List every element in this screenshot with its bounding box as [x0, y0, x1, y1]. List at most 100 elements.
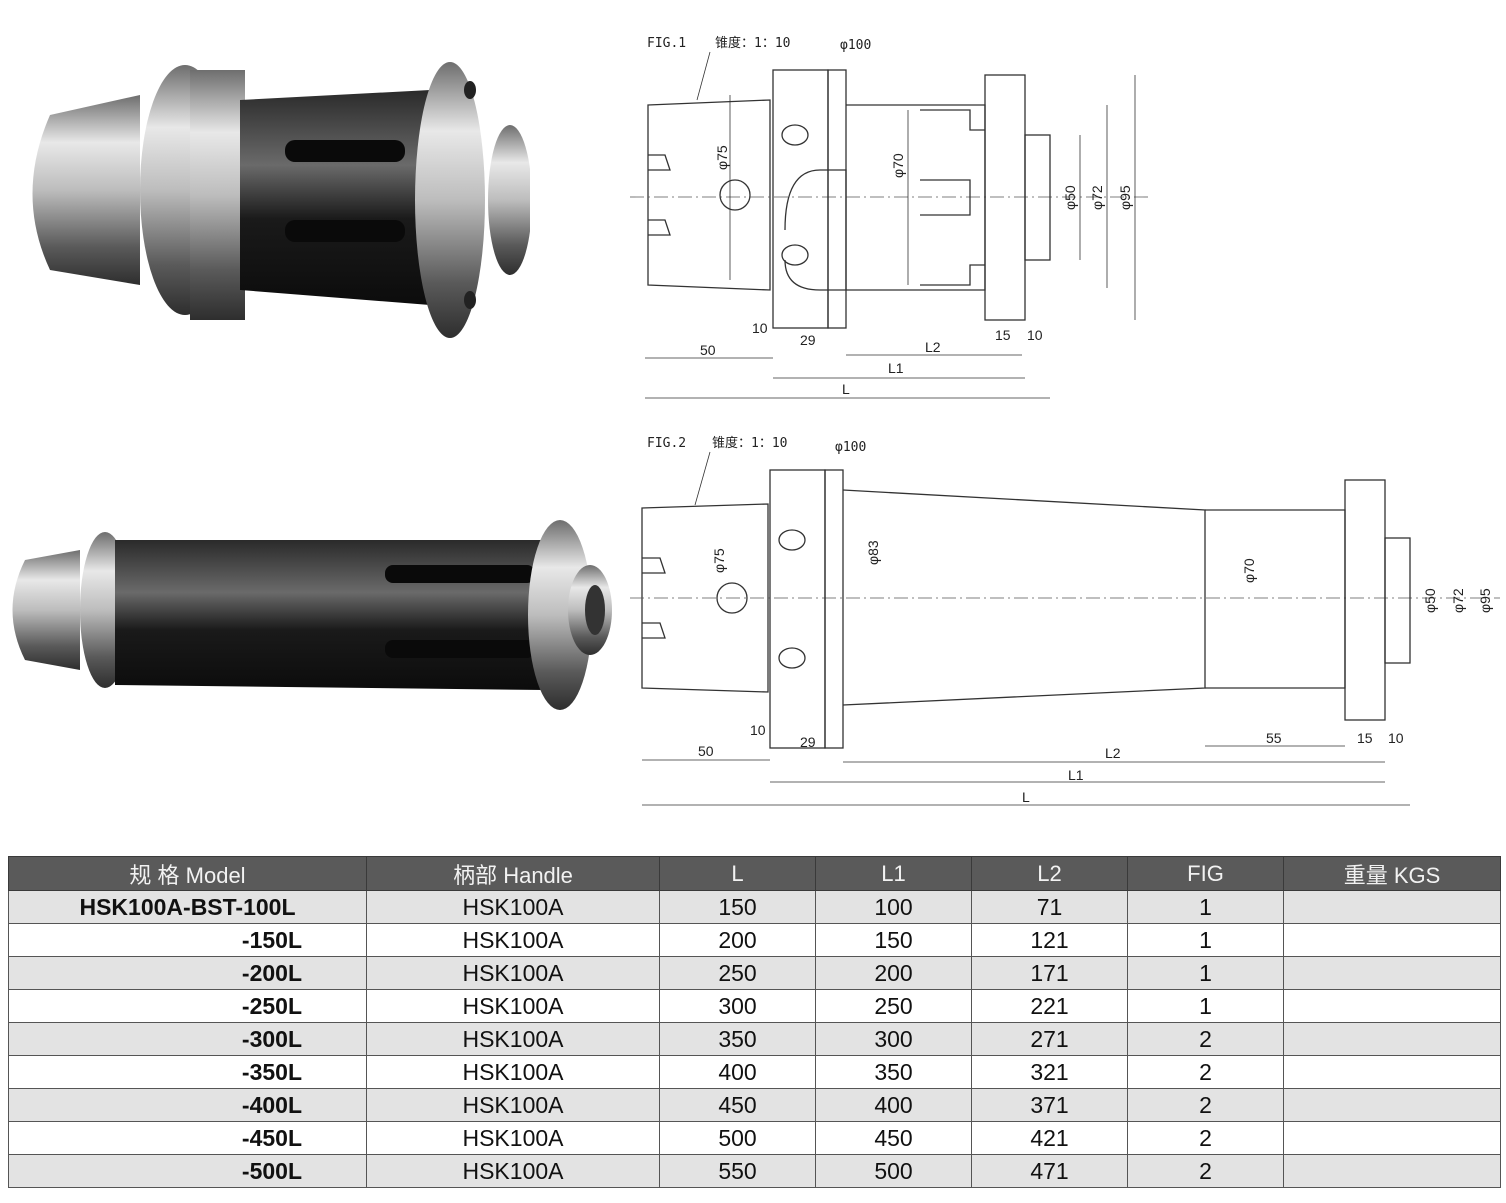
- fig2-dim-50: 50: [698, 743, 714, 759]
- table-row: HSK100A-BST-100L HSK100A 150 100 71 1: [8, 890, 1501, 924]
- fig1-dim-l1: L1: [888, 360, 904, 376]
- cell-handle: HSK100A: [366, 989, 660, 1023]
- fig1-dim-l2: L2: [925, 339, 941, 355]
- fig2-dim-55: 55: [1266, 730, 1282, 746]
- cell-l2: 471: [971, 1154, 1128, 1188]
- fig1-dim-l: L: [842, 381, 850, 397]
- cell-handle: HSK100A: [366, 890, 660, 924]
- cell-fig: 2: [1127, 1055, 1284, 1089]
- fig1-drawing: FIG.1 锥度：1：10 φ100 φ75 φ70 φ50 φ72 φ95 5…: [630, 35, 1150, 399]
- fig2-dim-10a: 10: [750, 722, 766, 738]
- cell-weight: [1283, 1121, 1501, 1155]
- cell-weight: [1283, 989, 1501, 1023]
- cell-l1: 150: [815, 923, 972, 957]
- cell-model: -450L: [8, 1121, 367, 1155]
- table-row: -400L HSK100A 450 400 371 2: [8, 1088, 1501, 1122]
- cell-l1: 350: [815, 1055, 972, 1089]
- cell-l: 550: [659, 1154, 816, 1188]
- cell-l: 150: [659, 890, 816, 924]
- cell-l2: 171: [971, 956, 1128, 990]
- col-header-fig: FIG: [1127, 856, 1284, 891]
- table-row: -350L HSK100A 400 350 321 2: [8, 1055, 1501, 1089]
- col-header-model: 规 格 Model: [8, 856, 367, 891]
- fig2-dim-15: 15: [1357, 730, 1373, 746]
- fig2-dim-l: L: [1022, 789, 1030, 805]
- spec-table-header-row: 规 格 Model 柄部 Handle L L1 L2 FIG 重量 KGS: [8, 856, 1501, 891]
- cell-l: 250: [659, 956, 816, 990]
- cell-l: 300: [659, 989, 816, 1023]
- fig1-dim-d75: φ75: [714, 145, 730, 170]
- fig2-dim-10b: 10: [1388, 730, 1404, 746]
- fig2-dim-d70: φ70: [1241, 558, 1257, 583]
- cell-l1: 450: [815, 1121, 972, 1155]
- cell-l2: 221: [971, 989, 1128, 1023]
- cell-l: 400: [659, 1055, 816, 1089]
- cell-l: 500: [659, 1121, 816, 1155]
- cell-fig: 2: [1127, 1088, 1284, 1122]
- cell-l2: 321: [971, 1055, 1128, 1089]
- cell-fig: 1: [1127, 923, 1284, 957]
- cell-model: -200L: [8, 956, 367, 990]
- cell-fig: 2: [1127, 1154, 1284, 1188]
- fig2-label: FIG.2: [647, 436, 686, 451]
- fig2-dim-d95: φ95: [1477, 588, 1493, 613]
- col-header-weight: 重量 KGS: [1283, 856, 1501, 891]
- cell-l2: 421: [971, 1121, 1128, 1155]
- cell-model: -350L: [8, 1055, 367, 1089]
- fig1-dim-10b: 10: [1027, 327, 1043, 343]
- cell-l1: 300: [815, 1022, 972, 1056]
- cell-l2: 371: [971, 1088, 1128, 1122]
- fig2-dim-l2: L2: [1105, 745, 1121, 761]
- cell-weight: [1283, 1022, 1501, 1056]
- cell-fig: 1: [1127, 989, 1284, 1023]
- cell-fig: 2: [1127, 1121, 1284, 1155]
- cell-handle: HSK100A: [366, 923, 660, 957]
- cell-model: -400L: [8, 1088, 367, 1122]
- fig2-dim-29: 29: [800, 734, 816, 750]
- table-row: -200L HSK100A 250 200 171 1: [8, 956, 1501, 990]
- cell-fig: 1: [1127, 956, 1284, 990]
- cell-model: HSK100A-BST-100L: [8, 890, 367, 924]
- cell-handle: HSK100A: [366, 1088, 660, 1122]
- fig2-drawing: FIG.2 锥度：1：10 φ100 φ75 φ83 φ70 φ50 φ72 φ…: [630, 435, 1500, 806]
- fig2-dim-d50: φ50: [1422, 588, 1438, 613]
- spec-table: 规 格 Model 柄部 Handle L L1 L2 FIG 重量 KGS H…: [8, 856, 1501, 1188]
- cell-l1: 250: [815, 989, 972, 1023]
- fig2-dim-d75: φ75: [711, 548, 727, 573]
- cell-weight: [1283, 1154, 1501, 1188]
- fig1-label: FIG.1: [647, 36, 686, 51]
- fig2-taper-note: 锥度：1：10: [712, 435, 787, 451]
- fig1-dim-d95: φ95: [1117, 185, 1133, 210]
- cell-handle: HSK100A: [366, 1154, 660, 1188]
- cell-weight: [1283, 1055, 1501, 1089]
- fig2-dim-l1: L1: [1068, 767, 1084, 783]
- col-header-handle: 柄部 Handle: [366, 856, 660, 891]
- fig2-dim-d100: φ100: [835, 440, 866, 455]
- fig1-dim-d50: φ50: [1062, 185, 1078, 210]
- fig2-dim-d83: φ83: [865, 540, 881, 565]
- cell-l: 450: [659, 1088, 816, 1122]
- cell-l2: 71: [971, 890, 1128, 924]
- cell-weight: [1283, 923, 1501, 957]
- table-row: -300L HSK100A 350 300 271 2: [8, 1022, 1501, 1056]
- cell-fig: 1: [1127, 890, 1284, 924]
- cell-model: -500L: [8, 1154, 367, 1188]
- cell-l1: 400: [815, 1088, 972, 1122]
- cell-l: 350: [659, 1022, 816, 1056]
- table-row: -500L HSK100A 550 500 471 2: [8, 1154, 1501, 1188]
- cell-fig: 2: [1127, 1022, 1284, 1056]
- product-photo-short-holder: [32, 62, 530, 338]
- cell-model: -250L: [8, 989, 367, 1023]
- cell-l: 200: [659, 923, 816, 957]
- fig1-taper-note: 锥度：1：10: [715, 35, 790, 51]
- table-row: -150L HSK100A 200 150 121 1: [8, 923, 1501, 957]
- col-header-l1: L1: [815, 856, 972, 891]
- cell-handle: HSK100A: [366, 956, 660, 990]
- table-row: -250L HSK100A 300 250 221 1: [8, 989, 1501, 1023]
- cell-weight: [1283, 1088, 1501, 1122]
- cell-handle: HSK100A: [366, 1022, 660, 1056]
- table-row: -450L HSK100A 500 450 421 2: [8, 1121, 1501, 1155]
- fig1-dim-d100: φ100: [840, 38, 871, 53]
- fig1-dim-15: 15: [995, 327, 1011, 343]
- cell-model: -300L: [8, 1022, 367, 1056]
